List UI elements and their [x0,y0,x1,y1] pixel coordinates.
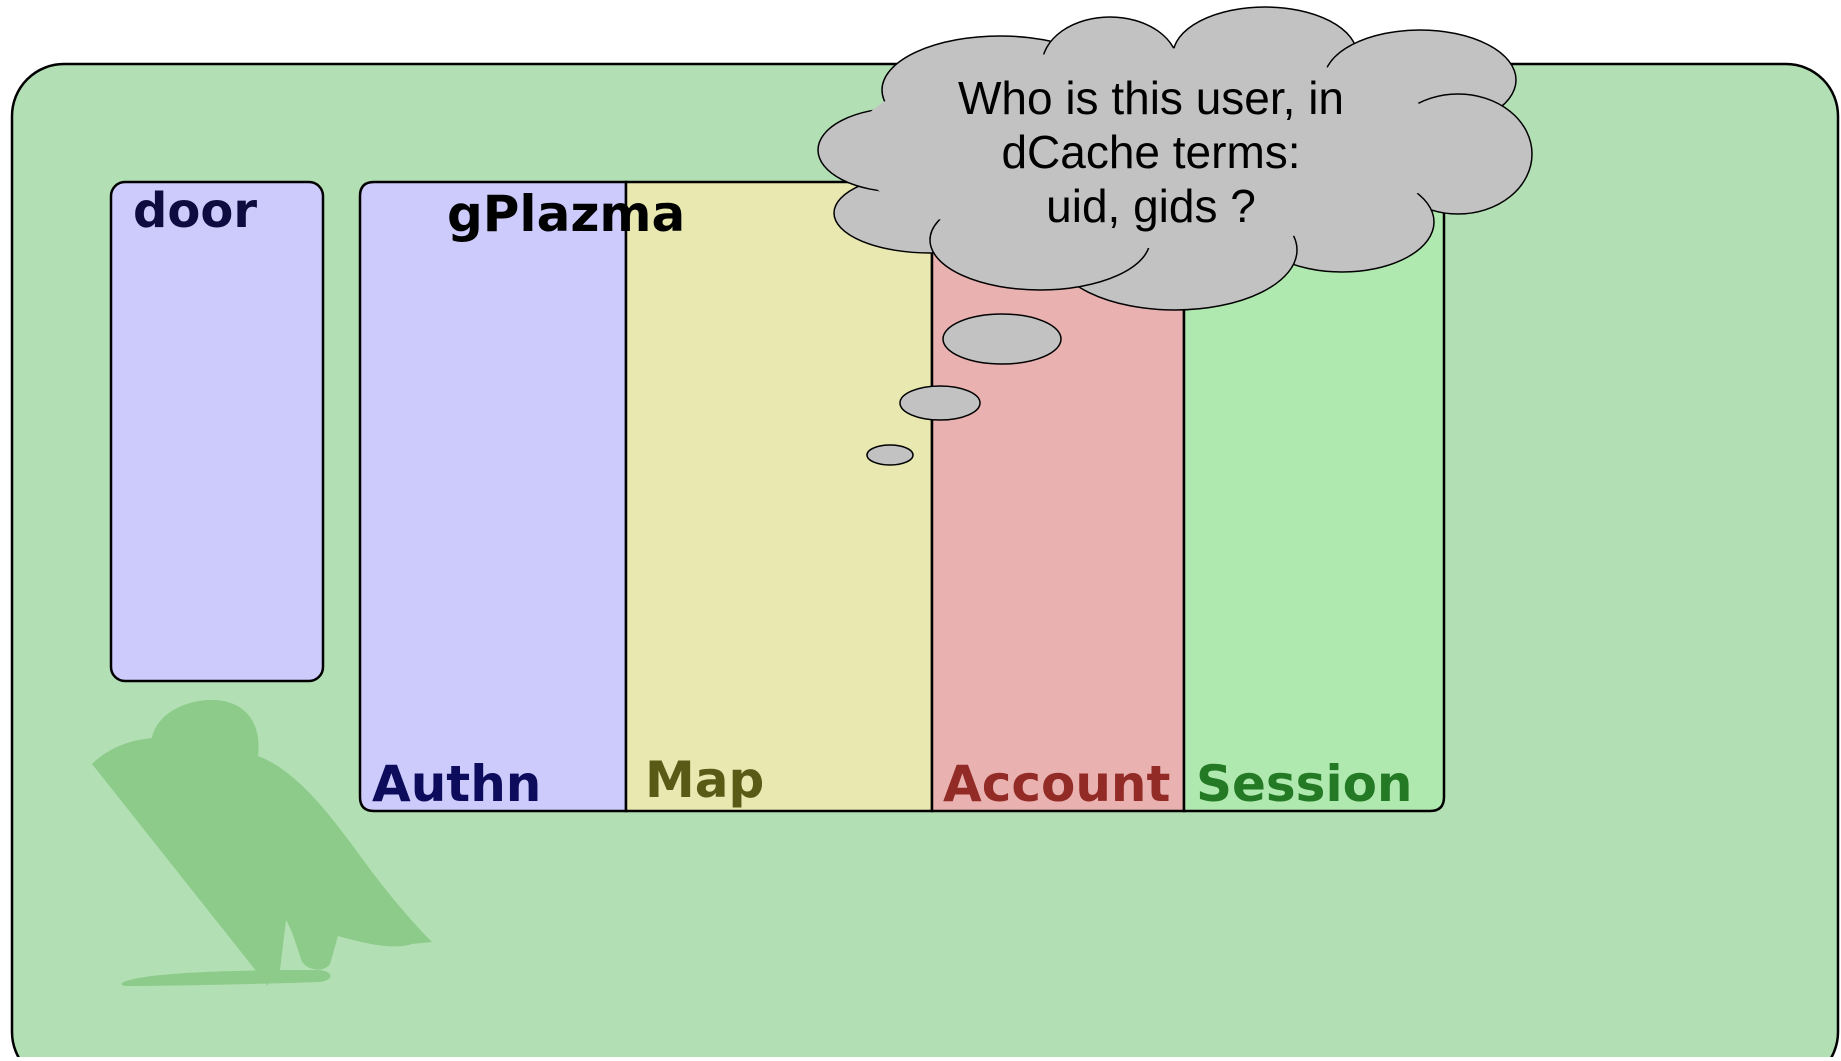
thought-line-2: dCache terms: [1001,126,1300,178]
phase-map-column [624,180,934,813]
gplazma-label: gPlazma [447,185,685,243]
phase-authn-column [358,180,628,813]
phase-authn-label: Authn [372,755,541,813]
bird-silhouette-icon [92,700,432,986]
thought-bubble-large [942,313,1062,365]
door-label: door [133,183,257,239]
thought-cloud [817,6,1533,311]
door-box [109,180,325,683]
thought-bubble-small [866,444,914,466]
thought-bubble-medium [899,385,981,421]
phase-map-label: Map [645,751,764,809]
thought-line-3: uid, gids ? [1046,180,1256,232]
thought-line-1: Who is this user, in [958,72,1344,124]
phase-session-label: Session [1196,755,1413,813]
phase-account-label: Account [943,755,1170,813]
